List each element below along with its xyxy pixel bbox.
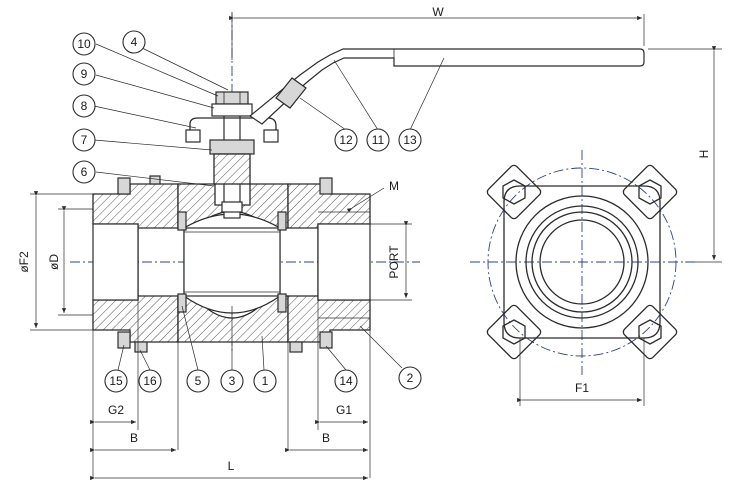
washer	[211, 103, 253, 117]
stem-nut	[215, 91, 249, 105]
bolt-circle	[487, 167, 677, 357]
balloon-6: 6	[72, 160, 96, 184]
stem-tang	[221, 201, 243, 213]
packing	[213, 153, 251, 185]
balloon-3: 3	[220, 369, 244, 393]
dim-G1-label: G1	[336, 403, 352, 417]
balloon-14: 14	[334, 369, 358, 393]
left-socket-bore	[92, 223, 139, 301]
dim-M-label: M	[389, 179, 399, 193]
dim-G2-label: G2	[108, 403, 124, 417]
balloon-5: 5	[186, 369, 210, 393]
balloon-12: 12	[334, 128, 358, 152]
balloon-2: 2	[398, 366, 422, 390]
seat-bottom-right	[277, 293, 287, 313]
svg-text:15: 15	[109, 374, 123, 388]
balloon-7: 7	[72, 128, 96, 152]
seat-top-left	[177, 211, 187, 231]
balloon-16: 16	[138, 369, 162, 393]
dim-D-label: øD	[47, 254, 61, 270]
balloon-13: 13	[398, 128, 422, 152]
svg-text:1: 1	[262, 374, 269, 388]
dim-B-right-label: B	[322, 431, 330, 445]
svg-text:4: 4	[131, 35, 138, 49]
svg-text:6: 6	[81, 165, 88, 179]
balloon-4: 4	[122, 30, 146, 54]
dim-W-label: W	[432, 5, 444, 19]
dim-M-leader	[346, 187, 385, 213]
balloon-8: 8	[72, 94, 96, 118]
dim-F2-label: øF2	[17, 251, 31, 273]
end-bolts	[486, 164, 678, 360]
balloon-10: 10	[72, 32, 96, 56]
svg-text:10: 10	[77, 37, 91, 51]
dim-L-label: L	[228, 459, 235, 473]
body-bolts	[117, 175, 333, 353]
balloon-1: 1	[253, 369, 277, 393]
dim-PORT-label: PORT	[387, 245, 401, 279]
svg-text:12: 12	[339, 133, 353, 147]
seat-top-right	[277, 211, 287, 231]
balloon-15: 15	[104, 369, 128, 393]
svg-text:7: 7	[81, 133, 88, 147]
dim-F1-label: F1	[575, 381, 589, 395]
svg-text:11: 11	[372, 133, 385, 147]
svg-text:8: 8	[81, 99, 88, 113]
dim-B-left-label: B	[130, 431, 138, 445]
part-balloons: 10 4 9 8 7 6 12 11 13 15 16 5 3 1 14 2	[72, 30, 445, 393]
svg-text:3: 3	[229, 374, 236, 388]
ball-bore	[183, 227, 281, 297]
balloon-11: 11	[366, 128, 390, 152]
stop-bracket	[189, 117, 277, 136]
seat-bottom-left	[177, 293, 187, 313]
handle-grip	[275, 77, 307, 109]
handle-lever	[248, 48, 645, 125]
right-threaded-bore	[317, 223, 371, 301]
svg-text:16: 16	[143, 374, 157, 388]
end-view: F1	[470, 150, 695, 406]
side-section-view: W H øF2 øD PORT M G2 G1	[17, 5, 722, 481]
svg-text:14: 14	[339, 374, 353, 388]
end-outer-ring	[515, 195, 649, 329]
svg-text:9: 9	[81, 67, 88, 81]
dim-H-label: H	[697, 150, 711, 159]
end-bore	[539, 219, 625, 305]
svg-text:2: 2	[407, 371, 414, 385]
balloon-9: 9	[72, 62, 96, 86]
svg-text:5: 5	[195, 374, 202, 388]
packing-gland	[209, 139, 255, 155]
svg-text:13: 13	[403, 133, 417, 147]
